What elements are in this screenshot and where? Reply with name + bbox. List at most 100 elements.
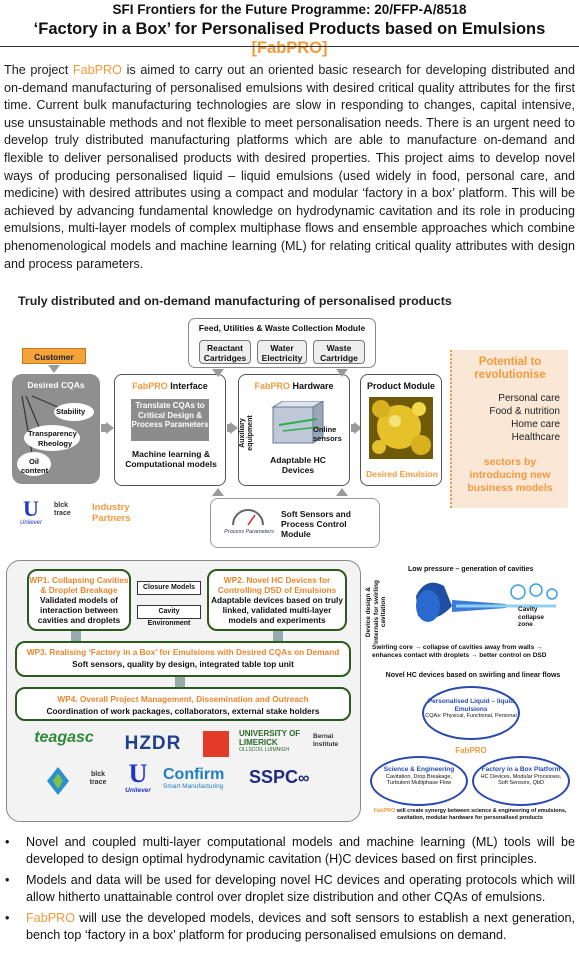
wp2-body: Adaptable devices based on truly linked,…: [211, 595, 343, 625]
arrow-head-2: [230, 422, 238, 434]
key-points-list: • Novel and coupled multi-layer computati…: [4, 834, 575, 947]
arrow-head-3: [354, 422, 362, 434]
interface-brand: FabPRO: [132, 381, 168, 391]
gauge-icon: [232, 509, 264, 526]
personalised-circle: Personalised Liquid – liquid Emulsions C…: [422, 686, 520, 740]
wp4-box: WP4. Overall Project Management, Dissemi…: [15, 687, 351, 721]
bullet-text: Models and data will be used for develop…: [26, 872, 575, 905]
revolutionise-panel: Potential to revolutionise Personal care…: [450, 350, 568, 508]
venn-center: FabPRO: [455, 746, 487, 755]
factory-sub: HC Devices, Modular Processes, Soft Sens…: [480, 773, 562, 787]
fabpro-interface: FabPRO Interface Translate CQAs to Criti…: [114, 374, 226, 486]
wp2-box: WP2. Novel HC Devices for Controlling DS…: [207, 569, 347, 631]
title-brand: [FabPRO]: [251, 39, 328, 57]
hardware-title: FabPRO Hardware: [239, 381, 349, 391]
potential-label: Potential to revolutionise: [474, 356, 546, 381]
header-divider: [0, 46, 579, 47]
product-module: Product Module Desired Emulsion: [360, 374, 442, 486]
sector-item: Healthcare: [511, 432, 560, 443]
soft-sensors-label: Soft Sensors and Process Control Module: [281, 509, 351, 539]
closure-models-arrow: Closure Models: [137, 581, 201, 595]
factory-title: Factory in a Box Platform: [481, 766, 561, 773]
arrow-feed-down-2: [336, 369, 348, 377]
figure1-title: Truly distributed and on-demand manufact…: [18, 294, 452, 308]
wp2-title: WP2. Novel HC Devices for Controlling DS…: [217, 575, 337, 595]
list-item: • Novel and coupled multi-layer computati…: [4, 834, 575, 869]
manufacturing-figure: Truly distributed and on-demand manufact…: [6, 292, 573, 552]
translate-box: Translate CQAs to Critical Design & Proc…: [131, 399, 209, 441]
wp3-title-text: WP3. Realising ‘Factory in a Box’ for Em…: [26, 647, 340, 657]
synergy-text: will create synergy between science & en…: [395, 808, 567, 821]
fabpro-hardware: FabPRO Hardware Auxiliary equipment Onli…: [238, 374, 350, 486]
arrow-hardware-product: [351, 424, 355, 432]
page-title: ‘Factory in a Box’ for Personalised Prod…: [0, 20, 579, 58]
personalised-sub: CQAs: Physical, Functional, Personal: [425, 713, 517, 719]
arrow-interface-hardware: [227, 424, 231, 432]
personalised-title: Personalised Liquid – liquid Emulsions: [427, 698, 515, 713]
cavity-env-arrow: Cavity Environment: [137, 605, 201, 627]
desired-cqas-panel: Desired CQAs Stability Transparency Rheo…: [12, 374, 100, 484]
bullet-text: will use the developed models, devices a…: [26, 910, 575, 943]
interface-word: Interface: [167, 381, 208, 391]
unilever-text: Unilever: [125, 787, 151, 794]
intro-start: The project: [4, 63, 73, 77]
desired-emulsion-label: Desired Emulsion: [366, 469, 438, 479]
confirm-logo: Confirm Smart Manufacturing: [163, 767, 235, 791]
intro-brand: FabPRO: [72, 63, 122, 77]
swirl-device-graphic: [416, 582, 558, 622]
sspc-rings-icon: ∞: [298, 770, 310, 787]
emulsion-image: [369, 397, 433, 459]
arrow-soft-up-2: [336, 488, 348, 496]
limerick-name: UNIVERSITY OF LIMERICK: [239, 729, 301, 747]
bernal-logo: Bernal Institute: [313, 733, 339, 748]
product-module-label: Product Module: [367, 381, 435, 391]
adaptable-hc-label: Adaptable HC Devices: [270, 455, 326, 475]
unilever-logo: U Unilever: [123, 761, 153, 795]
intro-rest: is aimed to carry out an oriented basic …: [4, 63, 576, 271]
sspc-logo: SSPC∞: [249, 767, 333, 788]
desired-cqas-label: Desired CQAs: [27, 380, 85, 390]
page-header: SFI Frontiers for the Future Programme: …: [0, 0, 579, 58]
intro-paragraph: The project FabPRO is aimed to carry out…: [4, 62, 575, 273]
wp1-box: WP1. Collapsing Cavities & Droplet Break…: [27, 569, 131, 631]
leaf-logo: [47, 767, 69, 795]
reactant-cartridges: Reactant Cartridges: [199, 340, 251, 364]
bullet-text: Novel and coupled multi-layer computatio…: [26, 835, 575, 867]
online-sensors-label: Online sensors: [313, 425, 342, 443]
synergy-note: FabPRO will create synergy between scien…: [370, 808, 570, 821]
sector-item: Food & nutrition: [489, 406, 560, 417]
arrow-feed-down-1: [212, 369, 224, 377]
wp4-body: Coordination of work packages, collabora…: [46, 706, 320, 716]
wp-connector-2: [273, 631, 283, 641]
swirl-note: Swirling core → collapse of cavities awa…: [372, 644, 547, 659]
small-red-logo: [203, 731, 229, 757]
hardware-word: Hardware: [289, 381, 334, 391]
hardware-brand: FabPRO: [254, 381, 290, 391]
sector-item: Home care: [511, 419, 560, 430]
stability-label: Stability: [56, 407, 86, 416]
synergy-brand: FabPRO: [373, 808, 396, 814]
science-title: Science & Engineering: [383, 766, 455, 773]
bullet-icon: •: [5, 835, 10, 849]
science-sub: Cavitation, Drop Breakage, Turbulent Mul…: [385, 773, 453, 787]
unilever-u-icon: U: [23, 496, 39, 521]
list-item: •Models and data will be used for develo…: [4, 872, 575, 907]
hc-device-graphic: [271, 401, 324, 444]
limerick-sub: OLLSCOIL LUIMNIGH: [239, 747, 290, 753]
factory-circle: Factory in a Box Platform HC Devices, Mo…: [472, 756, 570, 806]
wp1-title: WP1. Collapsing Cavities & Droplet Break…: [29, 575, 129, 595]
oil-content-label: Oil content: [21, 457, 49, 475]
interface-title: FabPRO Interface: [115, 381, 225, 391]
sspc-text: SSPC: [249, 767, 299, 787]
wp4-title: WP4. Overall Project Management, Dissemi…: [57, 694, 309, 704]
hzdr-logo: HZDR: [124, 733, 182, 754]
hc-device-figure: Low pressure – generation of cavities De…: [365, 562, 573, 824]
cqa-bubbles: [17, 395, 94, 476]
collapse-zone-label: Cavity collapse zone: [518, 606, 545, 628]
unilever-logo-small: U Unilever: [16, 496, 46, 527]
arrow-soft-up-1: [212, 488, 224, 496]
low-pressure-label: Low pressure – generation of cavities: [408, 566, 534, 573]
limerick-logo: UNIVERSITY OF LIMERICK OLLSCOIL LUIMNIGH: [239, 729, 311, 759]
wp3-title: WP3. Realising ‘Factory in a Box’ for Em…: [17, 647, 349, 657]
arrow-cqa-interface: [101, 424, 107, 432]
